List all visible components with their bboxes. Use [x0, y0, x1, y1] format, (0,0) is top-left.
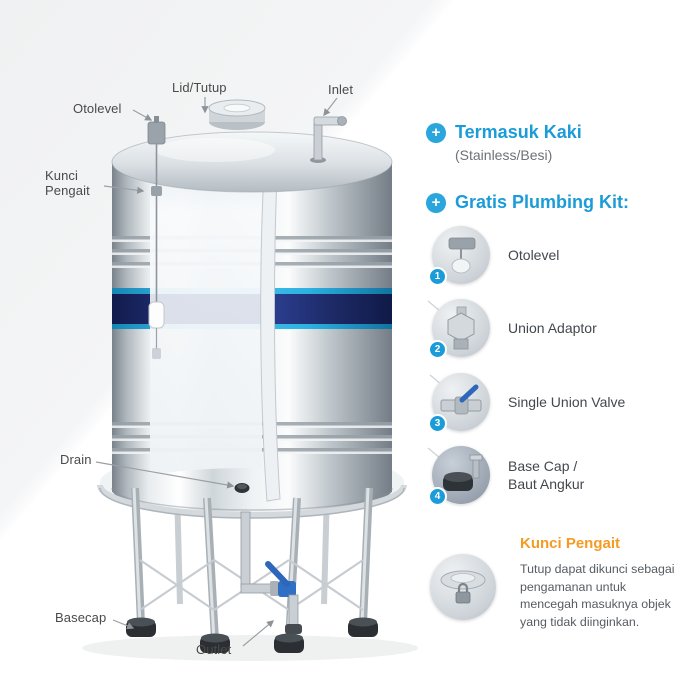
outlet-assembly — [240, 511, 302, 634]
callout-kunci-pengait: Kunci Pengait — [45, 168, 90, 198]
kit-item-photo: 1 — [428, 226, 490, 286]
kit-item-label: Base Cap / Baut Angkur — [508, 457, 585, 492]
kit-item-photo: 2 — [428, 299, 490, 359]
base-cap-bolt-icon — [443, 454, 483, 491]
inlet-pipe — [310, 116, 347, 163]
plus-icon: + — [426, 192, 446, 213]
cutaway-edge-strip — [260, 153, 281, 502]
callout-drain: Drain — [60, 452, 92, 467]
kit-item-photo: 4 — [428, 446, 490, 506]
included-feet-heading: + Termasuk Kaki — [426, 122, 582, 143]
outlet-valve — [278, 581, 296, 597]
kit-item-label: Single Union Valve — [508, 393, 626, 410]
callout-otolevel: Otolevel — [73, 101, 122, 116]
basecap-feet — [126, 617, 378, 653]
tank-cutaway-interior — [150, 162, 262, 492]
callout-inlet: Inlet — [328, 82, 354, 97]
otolevel-device — [147, 116, 166, 145]
stand-ring-front — [97, 484, 407, 518]
tank-lid — [208, 99, 266, 130]
kit-item-base-cap: 4 Base Cap / Baut Angkur — [428, 446, 593, 506]
plumbing-kit-heading: + Gratis Plumbing Kit: — [426, 192, 629, 213]
callout-outlet: Outlet — [196, 642, 232, 657]
kit-item-label: Otolevel — [508, 246, 560, 263]
plus-icon: + — [426, 122, 446, 143]
kit-item-single-union-valve: 3 Single Union Valve — [428, 373, 626, 433]
kit-item-label: Union Adaptor — [508, 319, 597, 336]
single-union-valve-icon — [440, 384, 482, 415]
callout-lid: Lid/Tutup — [172, 80, 227, 95]
tank-bottom-seam — [111, 487, 393, 511]
lid-lock-icon — [440, 570, 486, 604]
kunci-pengait-title: Kunci Pengait — [520, 535, 621, 552]
water-tank-illustration — [82, 99, 418, 661]
included-feet-title: Termasuk Kaki — [455, 122, 582, 142]
otolevel-float-icon — [448, 237, 476, 274]
float-mechanism — [148, 144, 165, 359]
stand-ring-front-edge — [99, 487, 405, 519]
callout-kunci-line1: Kunci — [45, 168, 79, 183]
kit-item-number-badge: 2 — [428, 340, 447, 359]
kit-item-number-badge: 3 — [428, 414, 447, 433]
kunci-pengait-photo — [430, 554, 496, 620]
kit-item-photo: 3 — [428, 373, 490, 433]
callout-kunci-line2: Pengait — [45, 183, 90, 198]
kit-item-number-badge: 1 — [428, 267, 447, 286]
kit-item-otolevel: 1 Otolevel — [428, 226, 560, 286]
union-adaptor-icon — [447, 306, 475, 350]
callout-basecap: Basecap — [55, 610, 107, 625]
kunci-pengait-description: Tutup dapat dikunci sebagai pengamanan u… — [520, 562, 675, 629]
included-feet-subtitle: (Stainless/Besi) — [455, 147, 553, 163]
kit-item-number-badge: 4 — [428, 487, 447, 506]
ground-shadow — [82, 635, 418, 661]
kunci-pengait-latch — [151, 186, 162, 196]
kit-item-union-adaptor: 2 Union Adaptor — [428, 299, 597, 359]
plumbing-kit-title: Gratis Plumbing Kit: — [455, 192, 630, 212]
drain-plug — [234, 483, 250, 493]
